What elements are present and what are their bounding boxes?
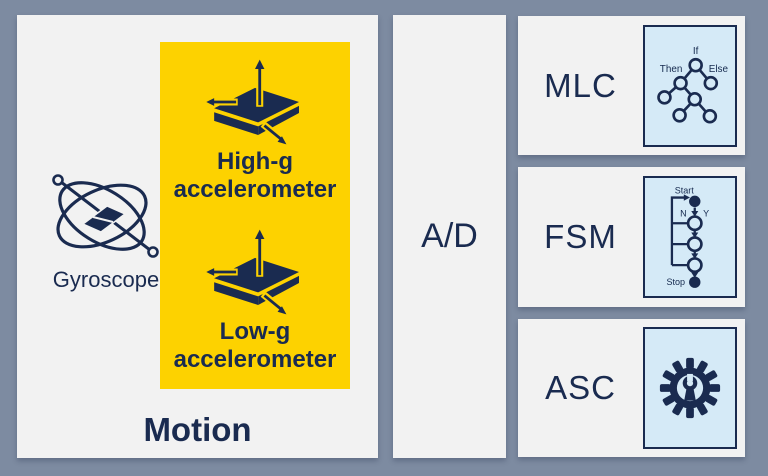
tree-if-label: If — [693, 45, 699, 56]
tree-then-label: Then — [660, 63, 683, 74]
accelerometer-3d-icon — [206, 59, 299, 145]
mlc-icon-box: If Then Else — [643, 24, 737, 147]
asc-block: ASC — [518, 319, 745, 457]
x-axis-arrow — [206, 268, 238, 276]
fsm-no-label: N — [680, 208, 687, 218]
z-axis-arrow — [255, 229, 265, 277]
tree-else-label: Else — [709, 63, 729, 74]
motion-panel-title: Motion — [143, 411, 252, 448]
high-g-accelerometer-label: High-g accelerometer — [173, 148, 337, 203]
low-g-accelerometer-label: Low-g accelerometer — [173, 318, 337, 373]
fsm-stop-label: Stop — [666, 277, 685, 287]
gyroscope-label: Gyroscope — [52, 267, 160, 292]
accelerometer-3d-icon — [206, 229, 299, 315]
fsm-yes-label: Y — [703, 208, 709, 218]
z-axis-arrow — [255, 59, 265, 107]
x-axis-arrow — [206, 98, 238, 106]
motion-sensor-panel: Gyroscope — [17, 15, 378, 458]
accelerometer-block: High-g accelerometer — [160, 42, 350, 389]
decision-tree-icon: If Then Else — [657, 45, 729, 124]
y-axis-arrow — [260, 291, 287, 315]
ad-converter-label: A/D — [421, 217, 478, 255]
fsm-block: FSM — [518, 167, 745, 307]
gyroscope-icon — [52, 174, 159, 258]
state-machine-icon: Start N Y Stop — [666, 185, 709, 288]
asc-label: ASC — [545, 369, 616, 406]
fsm-icon-box: Start N Y Stop — [643, 176, 737, 298]
ad-converter-block: A/D — [393, 15, 506, 458]
fsm-start-label: Start — [675, 185, 695, 195]
gyroscope-group: Gyroscope — [36, 174, 176, 293]
y-axis-arrow — [260, 121, 287, 145]
gear-wrench-icon — [659, 357, 721, 419]
high-g-accelerometer: High-g accelerometer — [173, 58, 337, 204]
fsm-label: FSM — [544, 218, 617, 255]
low-g-accelerometer: Low-g accelerometer — [173, 228, 337, 374]
mlc-label: MLC — [544, 66, 617, 104]
asc-icon-box — [643, 327, 737, 449]
wrench-glyph — [682, 373, 698, 401]
mlc-block: MLC — [518, 16, 745, 155]
